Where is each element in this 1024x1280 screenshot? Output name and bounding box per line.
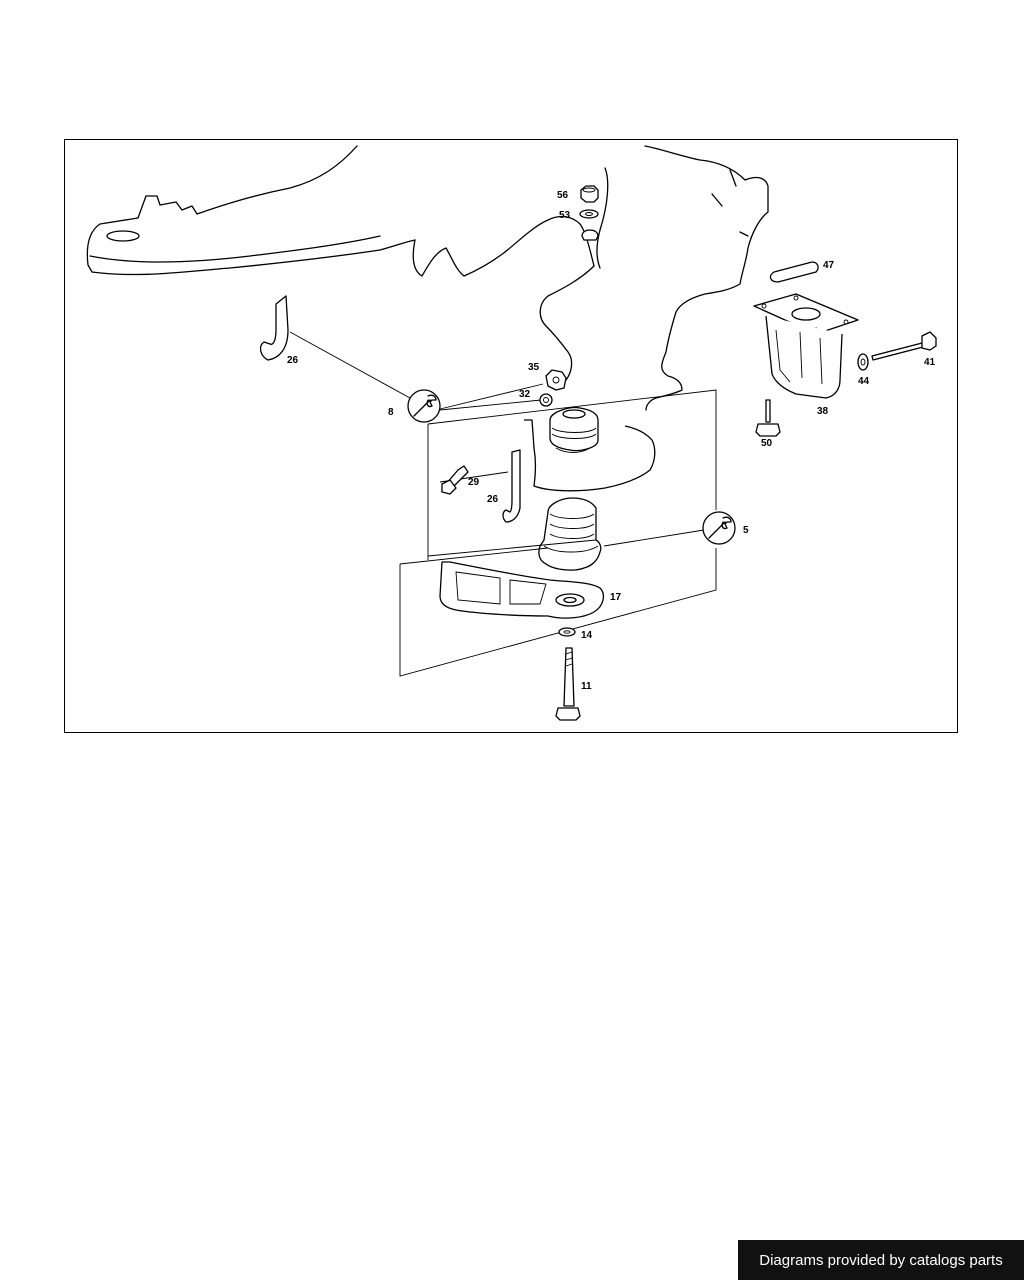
callout-47: 47 <box>823 260 835 271</box>
callout-56: 56 <box>557 190 569 201</box>
washer-53 <box>579 209 599 219</box>
callout-11: 11 <box>581 681 592 692</box>
bolt-50 <box>755 399 781 437</box>
leader-lines <box>289 331 717 677</box>
bolt-41 <box>871 331 937 361</box>
washer-14 <box>558 627 576 637</box>
washer-32 <box>539 393 553 407</box>
callout-32: 32 <box>519 389 531 400</box>
callout-50: 50 <box>761 438 773 449</box>
bolt-29 <box>441 465 469 495</box>
engine-mount-upper <box>524 406 656 492</box>
nut-35 <box>545 369 567 391</box>
footer-credit: Diagrams provided by catalogs parts <box>738 1240 1024 1280</box>
callout-44: 44 <box>858 376 870 387</box>
footer-text: Diagrams provided by catalogs parts <box>759 1251 1003 1269</box>
callout-29: 29 <box>468 477 480 488</box>
callout-14: 14 <box>581 630 593 641</box>
callout-5: 5 <box>743 525 749 536</box>
clip-26 <box>259 295 289 361</box>
callout-53: 53 <box>559 210 571 221</box>
wrench-icon <box>407 389 441 423</box>
rubber-mount <box>538 497 602 571</box>
clip-26-lower <box>502 449 521 523</box>
callout-38: 38 <box>817 406 829 417</box>
bolt-11 <box>555 647 581 721</box>
bushing <box>581 229 599 241</box>
subframe-outline <box>86 145 769 411</box>
callout-26-lower: 26 <box>487 494 499 505</box>
callout-8: 8 <box>388 407 394 418</box>
mount-bracket-38 <box>753 293 859 399</box>
wrench-icon <box>702 511 736 545</box>
washer-44 <box>857 353 869 371</box>
callout-35: 35 <box>528 362 540 373</box>
callout-26: 26 <box>287 355 299 366</box>
nut-56 <box>580 185 599 203</box>
support-bracket <box>439 561 605 619</box>
callout-labels: 56 53 47 26 41 35 44 8 32 38 50 29 26 5 … <box>287 190 936 692</box>
callout-41: 41 <box>924 357 936 368</box>
callout-17: 17 <box>610 592 622 603</box>
pad-47 <box>769 261 819 283</box>
diagram-frame <box>64 139 958 733</box>
